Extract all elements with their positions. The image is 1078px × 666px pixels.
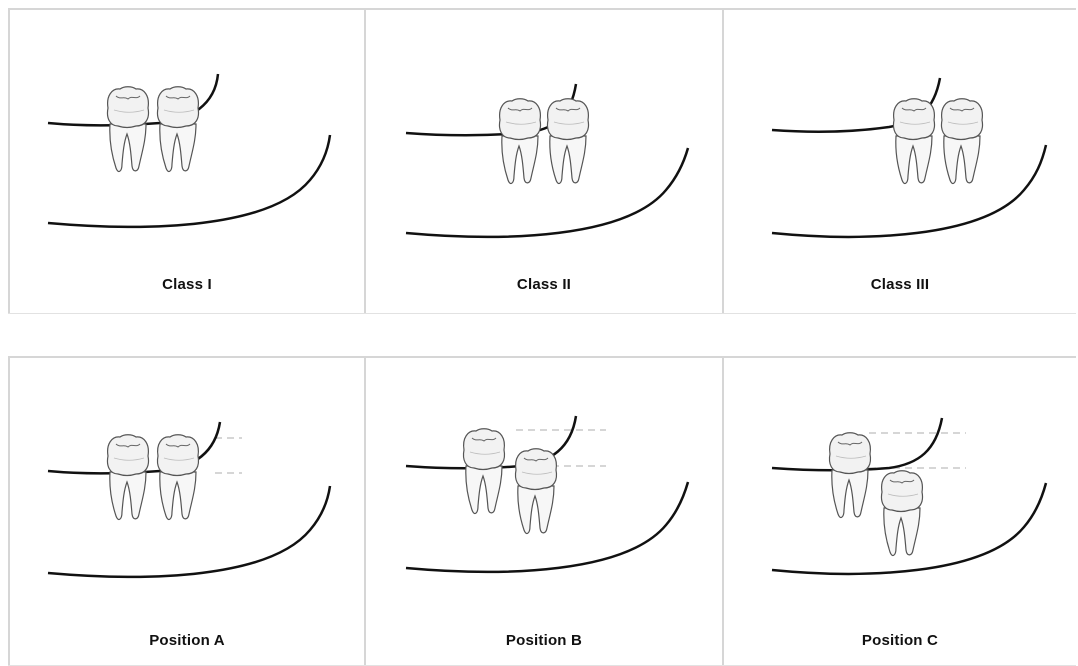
panel-label: Class III <box>724 276 1076 293</box>
panel-label: Position A <box>10 632 364 649</box>
panel-position-c: Position C <box>722 358 1076 666</box>
molar-third-icon <box>157 87 198 172</box>
panel-class-1: Class I <box>8 10 364 314</box>
panel-label: Class II <box>366 276 722 293</box>
molar-third-icon <box>157 435 198 520</box>
molar-third-icon <box>941 99 982 184</box>
panel-class-3: Class III <box>722 10 1076 314</box>
molar-third-icon <box>881 471 922 556</box>
molar-third-icon <box>547 99 588 184</box>
panel-position-a: Position A <box>8 358 364 666</box>
molar-third-icon <box>515 449 556 534</box>
molar-second-icon <box>893 99 934 184</box>
molar-second-icon <box>463 429 504 514</box>
molar-second-icon <box>499 99 540 184</box>
panel-class-2: Class II <box>364 10 722 314</box>
panel-label: Class I <box>10 276 364 293</box>
class-row: Class I Class II Class III <box>8 8 1076 314</box>
panel-label: Position B <box>366 632 722 649</box>
panel-label: Position C <box>724 632 1076 649</box>
molar-second-icon <box>107 435 148 520</box>
molar-second-icon <box>829 433 870 518</box>
molar-second-icon <box>107 87 148 172</box>
panel-position-b: Position B <box>364 358 722 666</box>
position-row: Position A Position B Position C <box>8 356 1076 666</box>
